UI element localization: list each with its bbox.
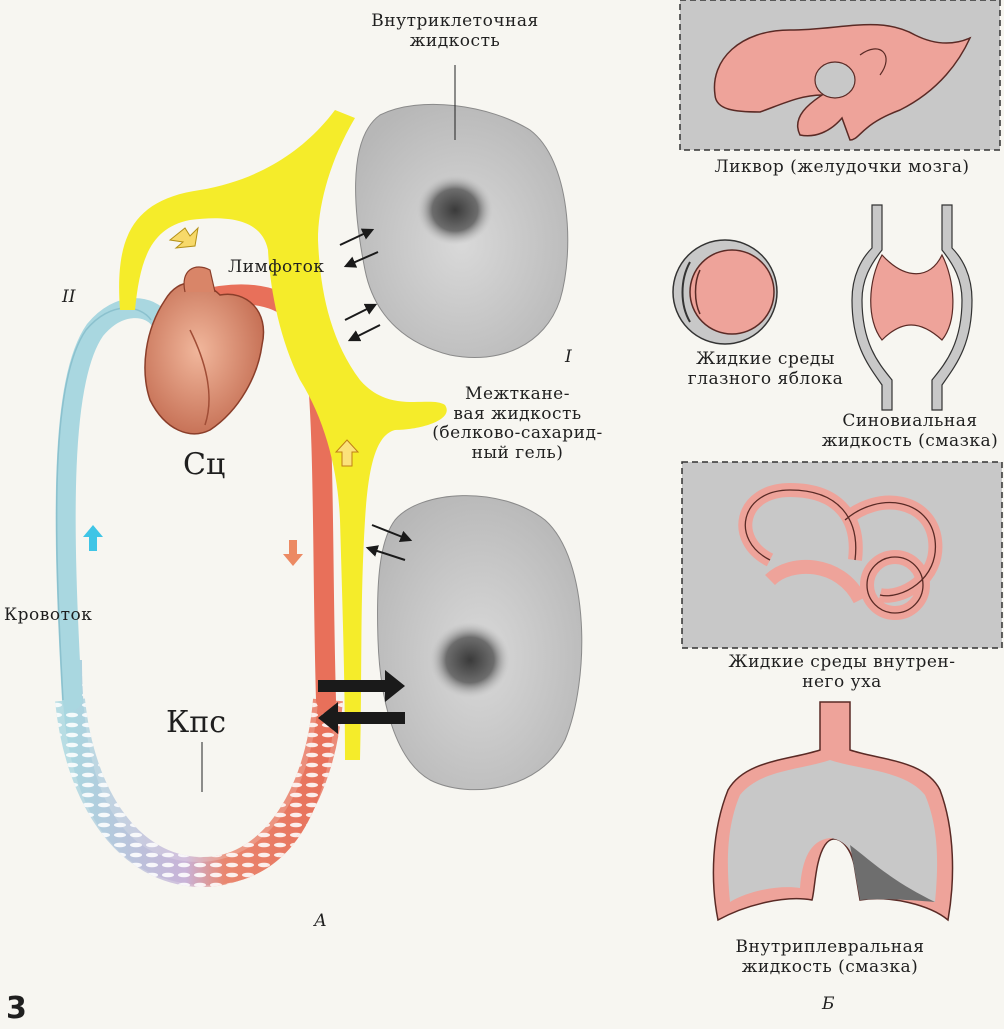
interstitial-label: Межткане- вая жидкость (белково-сахарид-…: [405, 385, 630, 463]
inner-ear-box: [682, 462, 1002, 648]
figure-number: 3: [6, 992, 27, 1027]
roman-i-label: I: [565, 348, 572, 368]
inner-ear-label: Жидкие среды внутрен- него уха: [682, 653, 1002, 692]
blood-flow-label: Кровоток: [4, 606, 92, 626]
nucleus-top: [417, 175, 493, 245]
lymph-flow-label: Лимфоток: [228, 258, 325, 278]
blood-up-arrow: [83, 525, 103, 551]
panel-a-letter: А: [314, 912, 327, 932]
heart: [145, 283, 264, 434]
liquor-label: Ликвор (желудочки мозга): [682, 158, 1002, 178]
capillary-bed: [62, 660, 335, 885]
nucleus-bottom: [430, 622, 510, 698]
roman-ii-label: II: [62, 288, 75, 308]
panel-b-letter: Б: [822, 995, 835, 1015]
heart-label: Сц: [183, 448, 225, 483]
synovial-joint: [852, 205, 972, 410]
lymph-down-arrow: [170, 228, 198, 248]
capillaries-label: Кпс: [166, 706, 226, 741]
pleural-label: Внутриплевральная жидкость (смазка): [700, 938, 960, 977]
pleural-cavity: [713, 702, 952, 920]
eyeball: [673, 240, 777, 344]
blood-down-arrow: [283, 540, 303, 566]
eye-label: Жидкие среды глазного яблока: [668, 350, 863, 389]
synovial-label: Синовиальная жидкость (смазка): [815, 412, 1004, 451]
intracellular-label: Внутриклеточная жидкость: [340, 12, 570, 51]
